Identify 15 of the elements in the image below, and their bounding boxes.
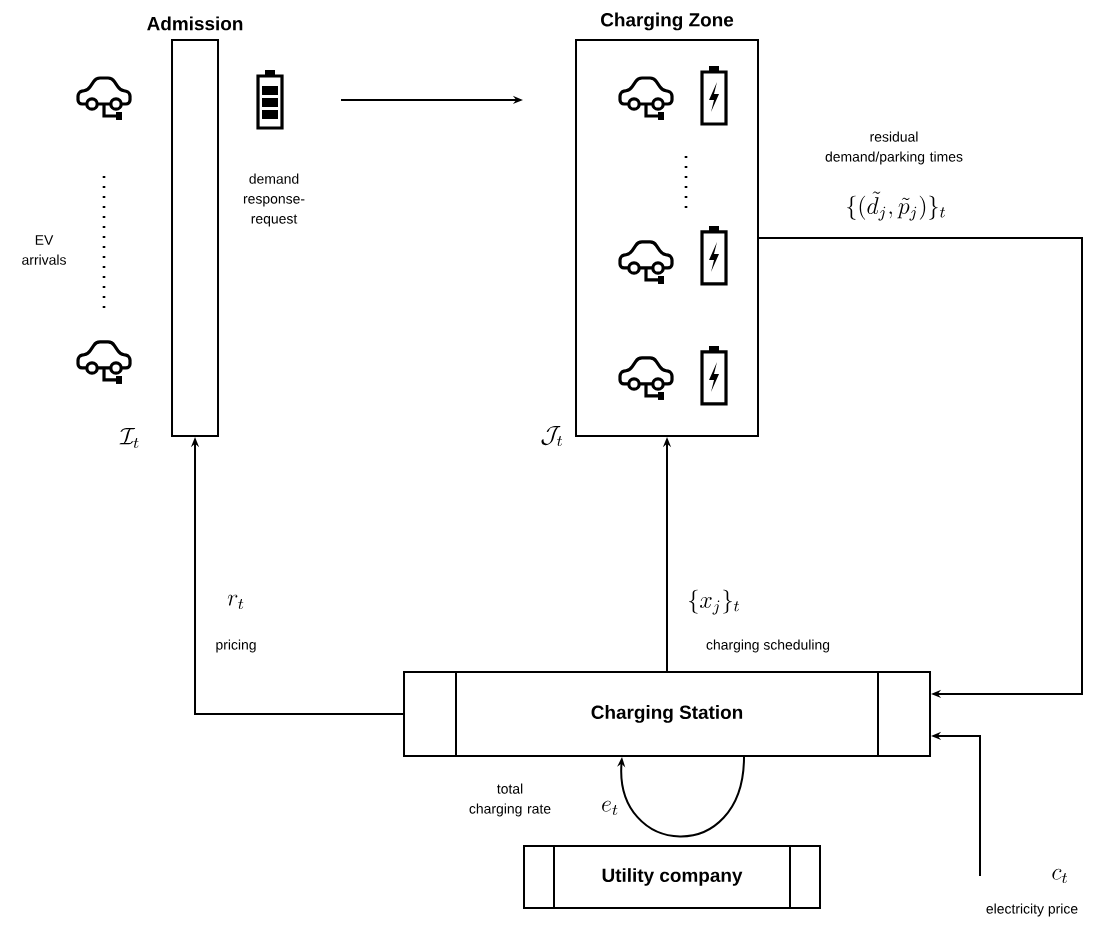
set-symbol: $\mathcal{I}_t$ [119,428,139,449]
zone-box: Charging Zone [575,12,759,437]
arrow [617,755,745,838]
arrow [758,236,1083,699]
formula-label: $c_t$ [1052,868,1068,884]
formula-label: $r_t$ [227,594,244,610]
utility-box: Utility company [523,844,821,909]
node-label: Charging Zone [601,12,734,31]
set-symbol: $\mathcal{J}_t$ [541,426,563,447]
station-box: Charging Station [403,670,931,757]
node-label: Admission [147,16,243,31]
formula-label: $\{(\tilde{d}_j, \tilde{p}_j)\}_t$ [847,191,946,221]
admission-box: Admission [147,16,243,437]
formula-label: $\{x_j\}_t$ [689,589,739,615]
formula-label: $e_t$ [602,800,618,816]
